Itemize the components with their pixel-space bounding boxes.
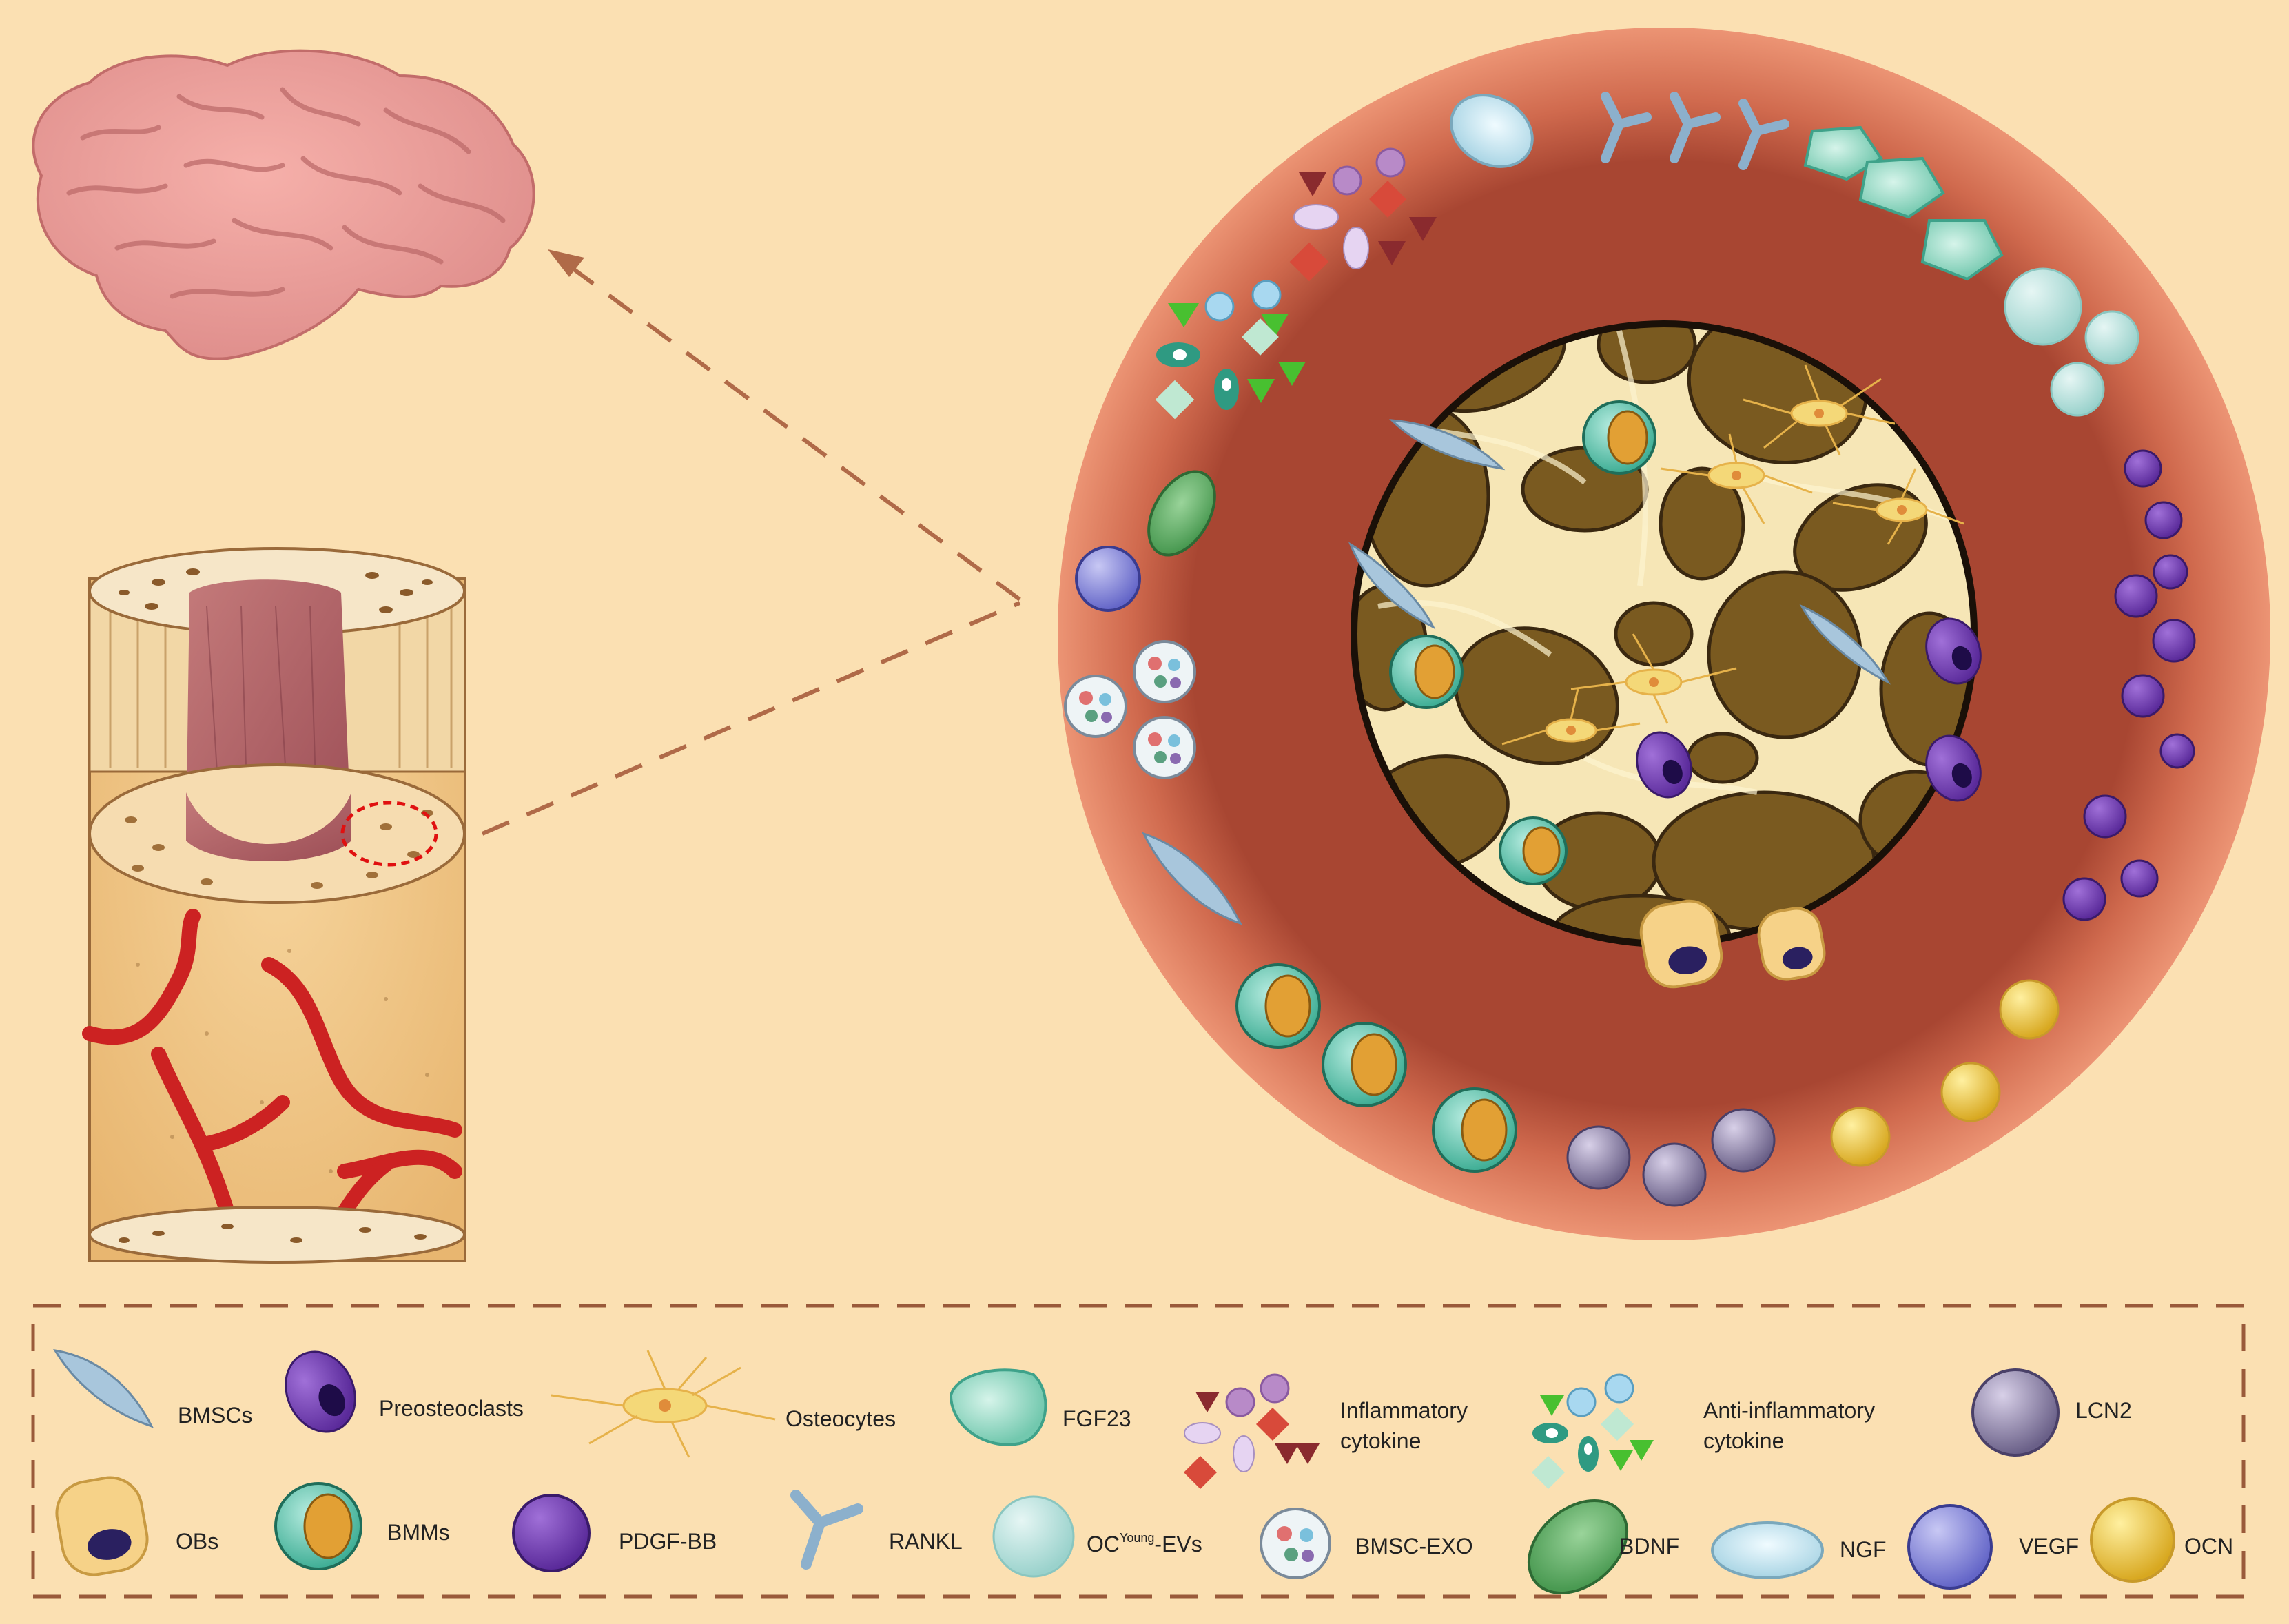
inflammatory-cytokine-icon bbox=[1183, 1373, 1320, 1490]
anti-inflammatory-cytokine-icon bbox=[1531, 1373, 1654, 1490]
ring-bmsc bbox=[1142, 832, 1242, 925]
brain bbox=[32, 49, 535, 360]
ring-pdgf-bb bbox=[2062, 449, 2196, 921]
legend-label-preosteoclasts: Preosteoclasts bbox=[379, 1396, 524, 1421]
legend-label-inflammatory: Inflammatory cytokine bbox=[1340, 1398, 1468, 1453]
ring-anti-inflammatory bbox=[1155, 280, 1306, 420]
bmsc-icon bbox=[53, 1348, 154, 1428]
zoom-highlight-circle bbox=[340, 801, 438, 867]
legend-label-rankl: RANKL bbox=[889, 1529, 963, 1554]
legend-label-obs: OBs bbox=[176, 1529, 218, 1554]
legend-label-evs: -EVs bbox=[1154, 1532, 1202, 1556]
ring-bmms bbox=[1235, 963, 1517, 1173]
legend-label-ocn: OCN bbox=[2184, 1534, 2233, 1559]
ocn-icon bbox=[2090, 1497, 2175, 1583]
legend: BMSCs Preosteoclasts Osteocytes FGF23 In… bbox=[31, 1304, 2246, 1599]
ngf-icon bbox=[1711, 1521, 1824, 1579]
ring-fgf23 bbox=[1803, 125, 2004, 281]
vegf-icon bbox=[1907, 1504, 1993, 1590]
pdgf-bb-icon bbox=[512, 1494, 591, 1572]
ring-oc-young-evs bbox=[2004, 267, 2139, 417]
blood-vessels bbox=[82, 909, 462, 1241]
bmms-inner bbox=[1389, 400, 1656, 885]
preosteoclast-icon bbox=[285, 1350, 356, 1433]
legend-label-bmsc-exo: BMSC-EXO bbox=[1355, 1534, 1473, 1559]
legend-label-fgf23: FGF23 bbox=[1063, 1406, 1131, 1431]
legend-label-inflammatory-l2: cytokine bbox=[1340, 1428, 1421, 1453]
ring-bmsc-exo bbox=[1064, 640, 1196, 779]
obs-inner bbox=[1639, 899, 1826, 989]
ring-vegf bbox=[1075, 546, 1141, 612]
zoomed-bone-marrow-niche bbox=[1058, 28, 2270, 1240]
bone-zoom-line bbox=[481, 601, 1021, 836]
preosteoclasts-cluster bbox=[1636, 617, 1982, 802]
legend-label-pdgf-bb: PDGF-BB bbox=[619, 1529, 717, 1554]
bmscs-inner bbox=[1348, 419, 1891, 685]
oc-young-ev-icon bbox=[992, 1495, 1075, 1578]
bmm-icon bbox=[274, 1482, 362, 1570]
legend-label-bmscs: BMSCs bbox=[178, 1403, 252, 1428]
osteocyte-icon bbox=[551, 1350, 776, 1458]
legend-label-oc: OC bbox=[1087, 1532, 1120, 1556]
legend-label-oc-young-evs: OCYoung-EVs bbox=[1087, 1531, 1202, 1556]
rankl-icon bbox=[790, 1490, 863, 1570]
legend-label-bmms: BMMs bbox=[387, 1520, 450, 1545]
bdnf-icon bbox=[1527, 1499, 1629, 1594]
bmsc-exo-icon bbox=[1260, 1508, 1331, 1579]
legend-label-young-sup: Young bbox=[1120, 1531, 1154, 1545]
legend-label-anti-inflammatory: Anti-inflammatory cytokine bbox=[1703, 1398, 1875, 1453]
legend-label-anti-inflammatory-l1: Anti-inflammatory bbox=[1703, 1398, 1875, 1423]
legend-label-lcn2: LCN2 bbox=[2075, 1398, 2132, 1423]
legend-frame bbox=[31, 1304, 2246, 1599]
ring-inflammatory bbox=[1289, 147, 1437, 282]
legend-label-vegf: VEGF bbox=[2019, 1534, 2079, 1559]
lcn2-icon bbox=[1971, 1368, 2060, 1457]
ring-lcn2 bbox=[1566, 1108, 1776, 1207]
ring-ngf bbox=[1450, 94, 1534, 168]
bone-to-brain-arrow bbox=[548, 249, 1021, 602]
osteoblast-icon bbox=[55, 1476, 149, 1576]
legend-label-anti-inflammatory-l2: cytokine bbox=[1703, 1428, 1784, 1453]
ring-bdnf bbox=[1147, 470, 1216, 557]
legend-label-ngf: NGF bbox=[1840, 1537, 1887, 1562]
ring-rankl bbox=[1601, 92, 1789, 170]
legend-label-osteocytes: Osteocytes bbox=[786, 1406, 896, 1431]
ring-ocn bbox=[1830, 979, 2060, 1167]
legend-label-bdnf: BDNF bbox=[1619, 1534, 1679, 1559]
fgf23-icon bbox=[949, 1368, 1047, 1446]
legend-label-inflammatory-l1: Inflammatory bbox=[1340, 1398, 1468, 1423]
osteocytes-cluster bbox=[1501, 364, 1964, 746]
bone-cross-section bbox=[82, 547, 466, 1264]
